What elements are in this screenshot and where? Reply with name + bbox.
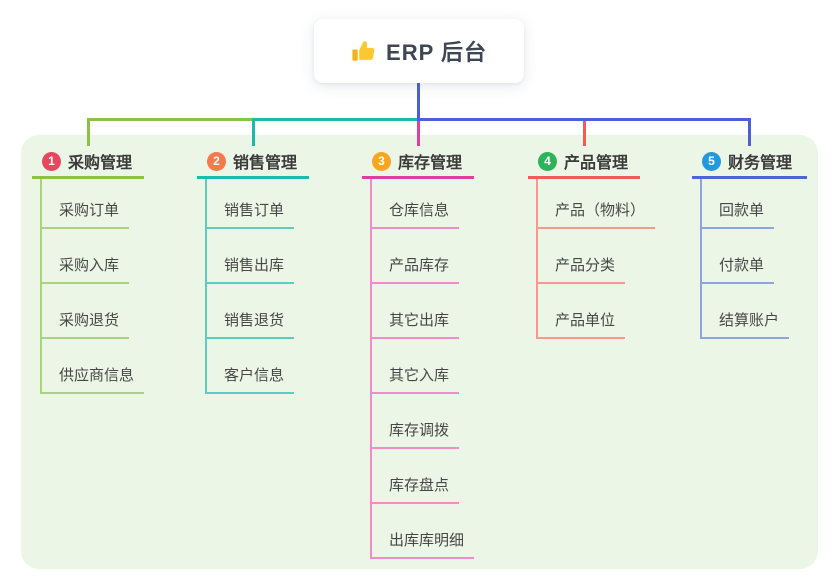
branch-number-badge: 1 [42,151,61,171]
child-node[interactable]: 结算账户 [702,284,790,339]
branch-node-采购管理[interactable]: 1 采购管理 [32,146,144,179]
child-node[interactable]: 供应商信息 [42,339,145,394]
branch-drop-line-3 [416,121,420,146]
branch-label: 销售管理 [233,155,298,172]
branch-node-财务管理[interactable]: 5 财务管理 [692,146,807,179]
branch-drop-line-2 [251,121,255,146]
branch-children-list: 采购订单采购入库采购退货供应商信息 [40,179,145,394]
trunk-segment-green [86,118,255,121]
branch-label: 财务管理 [728,155,793,172]
branch-number-badge: 2 [207,151,226,171]
child-node[interactable]: 仓库信息 [372,179,460,229]
branch-number-badge: 4 [538,151,557,171]
child-node[interactable]: 销售出库 [207,229,295,284]
branch-drop-line-5 [748,121,751,146]
branch-number-badge: 3 [372,151,391,171]
branch-label: 库存管理 [398,155,463,172]
root-stem-line [416,83,420,121]
branch-column-2: 2 销售管理 销售订单销售出库销售退货客户信息 [197,146,309,394]
branch-column-5: 5 财务管理 回款单付款单结算账户 [692,146,807,339]
child-node[interactable]: 采购退货 [42,284,130,339]
branch-children-list: 回款单付款单结算账户 [700,179,807,339]
branch-drop-line-4 [582,121,586,146]
child-node[interactable]: 产品分类 [538,229,626,284]
branch-column-1: 1 采购管理 采购订单采购入库采购退货供应商信息 [32,146,145,394]
branch-drop-line-1 [86,121,90,146]
branch-column-4: 4 产品管理 产品（物料）产品分类产品单位 [528,146,656,339]
child-node[interactable]: 付款单 [702,229,775,284]
branch-column-3: 3 库存管理 仓库信息产品库存其它出库其它入库库存调拨库存盘点出库库明细 [362,146,475,559]
branch-label: 产品管理 [564,155,629,172]
branch-node-销售管理[interactable]: 2 销售管理 [197,146,309,179]
root-title: ERP 后台 [386,40,487,65]
trunk-segment-blue [416,118,751,121]
child-node[interactable]: 销售订单 [207,179,295,229]
child-node[interactable]: 回款单 [702,179,775,229]
child-node[interactable]: 库存盘点 [372,449,460,504]
child-node[interactable]: 其它入库 [372,339,460,394]
child-node[interactable]: 采购订单 [42,179,130,229]
child-node[interactable]: 库存调拨 [372,394,460,449]
branch-children-list: 销售订单销售出库销售退货客户信息 [205,179,309,394]
child-node[interactable]: 产品（物料） [538,179,656,229]
root-node-erp-backend[interactable]: ERP 后台 [314,19,524,83]
child-node[interactable]: 出库库明细 [372,504,475,559]
mindmap-background-panel [21,135,818,569]
branch-node-产品管理[interactable]: 4 产品管理 [528,146,640,179]
child-node[interactable]: 其它出库 [372,284,460,339]
trunk-segment-teal [251,118,420,121]
branch-node-库存管理[interactable]: 3 库存管理 [362,146,474,179]
branch-label: 采购管理 [68,155,133,172]
child-node[interactable]: 采购入库 [42,229,130,284]
branch-children-list: 产品（物料）产品分类产品单位 [536,179,656,339]
branch-children-list: 仓库信息产品库存其它出库其它入库库存调拨库存盘点出库库明细 [370,179,475,559]
child-node[interactable]: 产品单位 [538,284,626,339]
child-node[interactable]: 客户信息 [207,339,295,394]
child-node[interactable]: 产品库存 [372,229,460,284]
thumbs-up-icon [352,41,375,61]
branch-number-badge: 5 [702,151,721,171]
child-node[interactable]: 销售退货 [207,284,295,339]
